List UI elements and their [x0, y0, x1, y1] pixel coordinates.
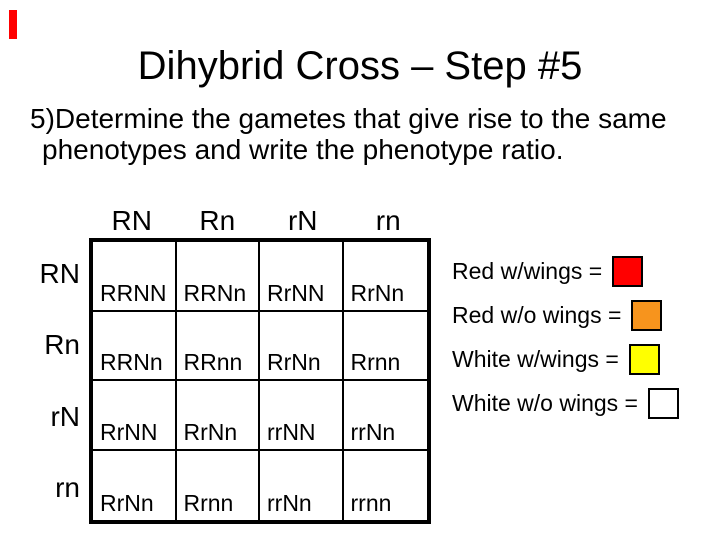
punnett-col-header: Rn	[199, 205, 236, 236]
punnett-cell: RRnn	[176, 311, 260, 381]
punnett-cell: rrnn	[350, 490, 392, 516]
punnett-row-header: rN	[50, 400, 80, 432]
legend-item: Red w/wings =	[452, 249, 679, 293]
punnett-cell: RrNn	[260, 311, 344, 381]
punnett-cell: RrNn	[176, 381, 260, 451]
punnett-square-grid: RRNN RRNn RrNN RrNn RRNn RRnn RrNn Rrnn …	[89, 238, 431, 524]
legend-color-swatch	[648, 387, 679, 419]
punnett-col-header: rn	[375, 205, 401, 236]
legend-item: White w/wings =	[452, 337, 679, 381]
legend-label: White w/wings =	[452, 345, 619, 372]
legend-item: White w/o wings =	[452, 381, 679, 425]
punnett-col-header: rN	[287, 205, 318, 236]
legend-color-swatch	[631, 299, 663, 331]
punnett-row-header: rn	[55, 472, 80, 504]
punnett-cell: Rrnn	[343, 312, 427, 381]
punnett-cell: rrNN	[260, 381, 344, 451]
punnett-cell: rrNn	[343, 381, 427, 451]
punnett-column-headers: RN Rn rN rn	[89, 206, 431, 236]
punnett-cell: RRNn	[176, 242, 260, 312]
slide-body-text: 5)Determine the gametes that give rise t…	[30, 103, 667, 165]
punnett-cell: RRNN	[93, 242, 177, 312]
punnett-cell: RrNn	[343, 242, 427, 312]
punnett-cell: RRNn	[93, 311, 177, 381]
punnett-col-header: RN	[111, 205, 152, 236]
legend-color-swatch	[612, 255, 644, 287]
body-text-line-2: phenotypes and write the phenotype ratio…	[42, 134, 564, 165]
punnett-cell: rrNn	[260, 450, 344, 520]
slide-accent-bar	[9, 10, 17, 39]
legend-color-swatch	[628, 343, 660, 375]
punnett-cell: RrNn	[93, 450, 177, 520]
punnett-row-header: Rn	[44, 329, 80, 361]
legend-item: Red w/o wings =	[452, 293, 679, 337]
punnett-row-header: RN	[39, 257, 80, 289]
body-text-line-1: 5)Determine the gametes that give rise t…	[30, 103, 667, 134]
punnett-row-headers: RN Rn rN rn	[18, 238, 83, 524]
phenotype-legend: Red w/wings = Red w/o wings = White w/wi…	[452, 249, 679, 425]
punnett-cell: RrNN	[93, 381, 177, 451]
punnett-cell: RrNN	[260, 242, 344, 312]
legend-label: Red w/o wings =	[452, 301, 622, 328]
punnett-cell: Rrnn	[177, 450, 260, 520]
legend-label: White w/o wings =	[452, 389, 638, 416]
slide-title: Dihybrid Cross – Step #5	[137, 44, 583, 88]
legend-label: Red w/wings =	[452, 257, 603, 284]
